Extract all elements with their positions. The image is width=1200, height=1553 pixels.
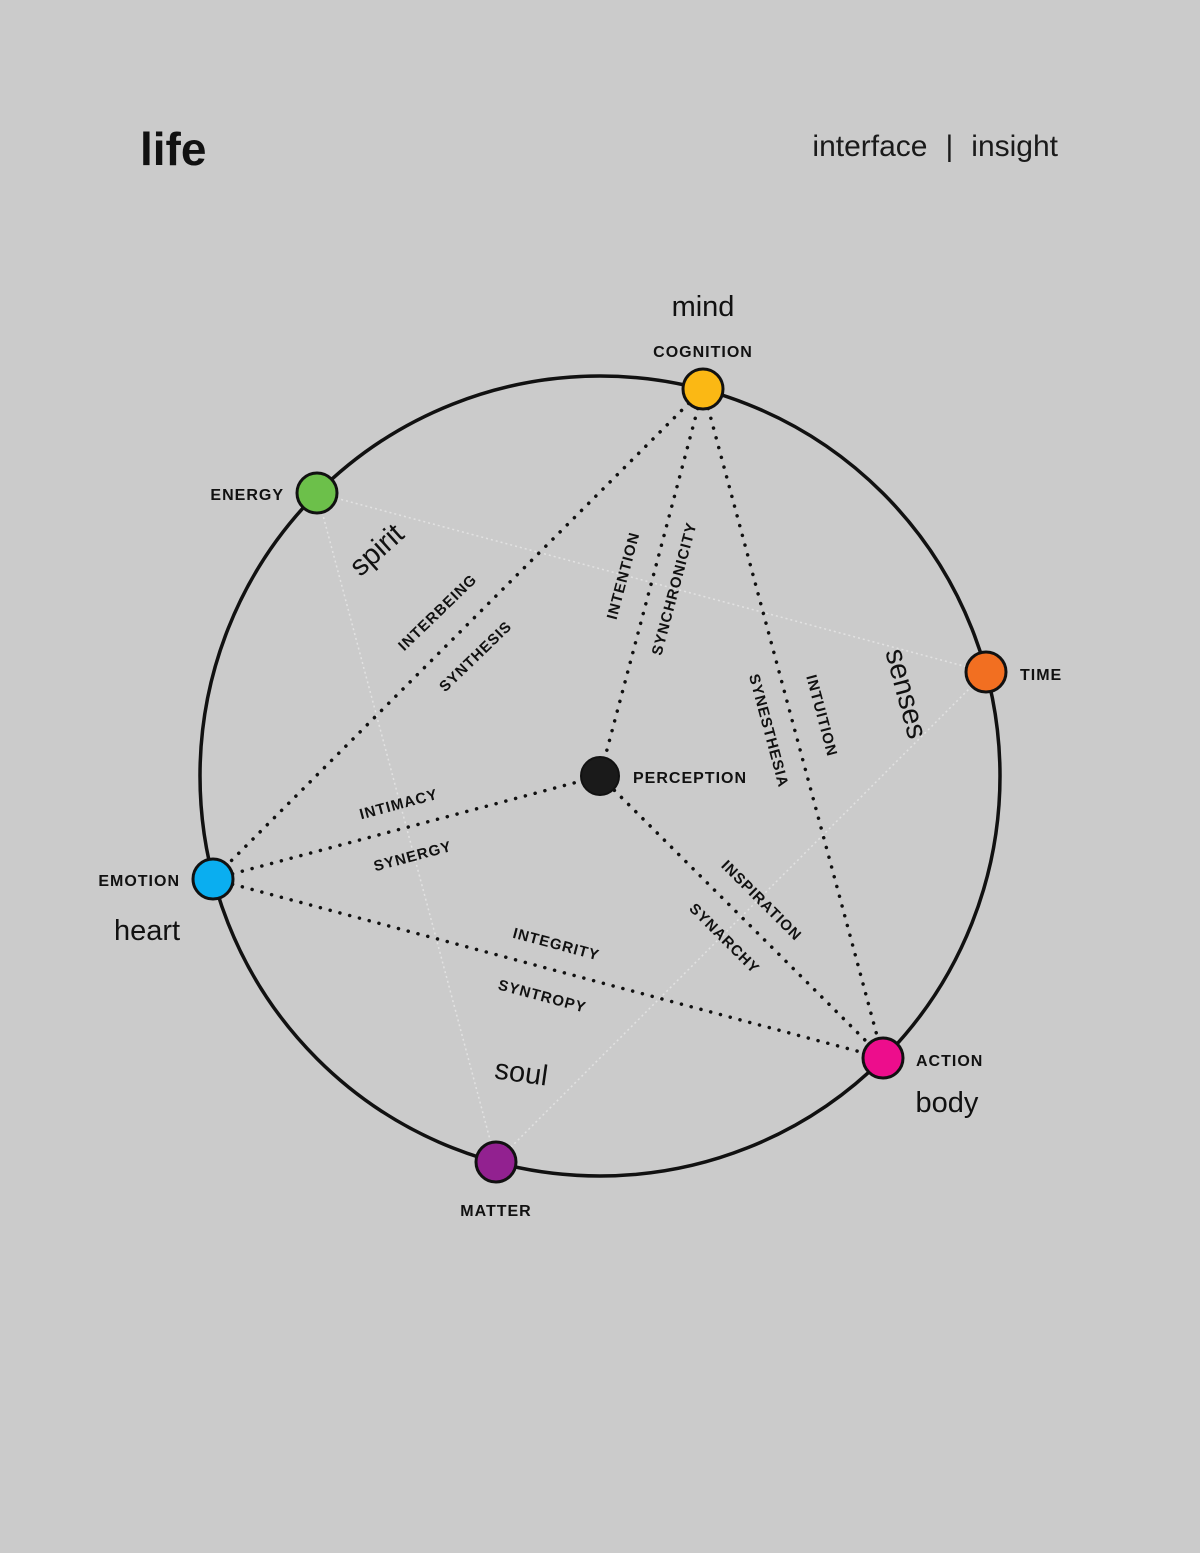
node-emotion	[191, 857, 235, 901]
edge-integrity: INTEGRITY	[511, 925, 601, 964]
page-subtitle: interface | insight	[812, 130, 1058, 164]
page-title: life	[140, 123, 207, 175]
edge-intimacy: INTIMACY	[358, 786, 440, 823]
region-mind: mind	[672, 291, 735, 323]
label-time: TIME	[1020, 667, 1062, 684]
faint-connections	[316, 492, 987, 1163]
dotted-connections	[211, 387, 885, 1060]
outer-circle	[198, 374, 1002, 1178]
region-heart: heart	[114, 915, 180, 947]
subtitle-insight: insight	[971, 130, 1058, 163]
node-energy	[295, 471, 339, 515]
link-time-matter	[495, 671, 987, 1163]
region-spirit: spirit	[344, 518, 411, 583]
label-emotion: EMOTION	[98, 873, 180, 890]
region-soul: soul	[493, 1054, 550, 1093]
label-energy: ENERGY	[210, 487, 284, 504]
node-time	[964, 650, 1008, 694]
link-cognition-perception	[598, 387, 705, 778]
edge-intention: INTENTION	[604, 530, 644, 621]
label-cognition: COGNITION	[653, 344, 753, 361]
node-matter	[474, 1140, 518, 1184]
node-perception	[580, 756, 620, 796]
link-emotion-action	[211, 877, 885, 1060]
region-body: body	[916, 1087, 979, 1119]
link-energy-matter	[316, 492, 497, 1163]
edge-inspiration: INSPIRATION	[717, 857, 804, 944]
edge-synthesis: SYNTHESIS	[436, 618, 515, 696]
link-perception-action	[598, 774, 885, 1060]
link-energy-time	[316, 492, 987, 673]
edge-syntropy: SYNTROPY	[496, 977, 588, 1017]
link-cognition-action	[701, 387, 885, 1060]
region-senses: senses	[878, 645, 933, 742]
edge-synergy: SYNERGY	[372, 838, 454, 875]
edge-interbeing: INTERBEING	[395, 571, 481, 654]
node-action	[861, 1036, 905, 1080]
edge-synarchy: SYNARCHY	[686, 900, 763, 977]
edge-intuition: INTUITION	[802, 673, 840, 759]
link-cognition-emotion	[211, 387, 705, 881]
node-cognition	[681, 367, 725, 411]
label-perception: PERCEPTION	[633, 770, 747, 787]
subtitle-separator: |	[945, 130, 954, 163]
link-emotion-perception	[211, 774, 602, 881]
edge-synchronicity: SYNCHRONICITY	[649, 520, 701, 657]
label-matter: MATTER	[460, 1203, 531, 1220]
subtitle-interface: interface	[812, 130, 928, 163]
label-action: ACTION	[916, 1053, 983, 1070]
